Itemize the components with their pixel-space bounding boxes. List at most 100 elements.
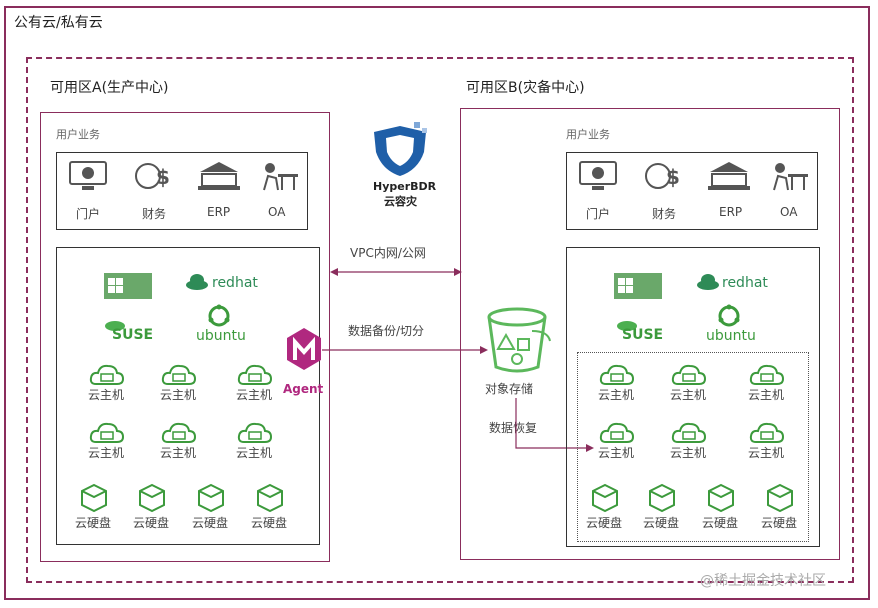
- hyperbdr-sub: 云容灾: [384, 195, 417, 208]
- app-label: 门户: [76, 207, 101, 221]
- erp-icon: [198, 162, 240, 190]
- oa-icon: [263, 163, 298, 191]
- cloud-host-label: 云主机: [670, 388, 707, 402]
- zone-a-apps-box: [56, 152, 308, 230]
- cloud-disk-icon: [708, 483, 734, 513]
- ubuntu-circle-icon: [208, 304, 230, 327]
- cloud-host-icon: [237, 422, 273, 443]
- finance-icon: $: [645, 163, 680, 189]
- cloud-host-label: 云主机: [748, 446, 785, 460]
- public-private-cloud-frame: [4, 6, 870, 600]
- zone-b-title: 可用区B(灾备中心): [466, 80, 585, 96]
- app-label: 财务: [652, 207, 677, 221]
- erp-icon: [708, 162, 750, 190]
- cloud-disk-label: 云硬盘: [251, 516, 288, 530]
- cloud-host-label: 云主机: [160, 446, 197, 460]
- zone-a-title: 可用区A(生产中心): [50, 80, 169, 96]
- zone-b-box: [460, 108, 840, 560]
- agent-icon: [287, 328, 321, 370]
- cloud-disk-icon: [649, 483, 675, 513]
- hyperbdr-name: HyperBDR: [373, 180, 437, 193]
- suse-logo-text: SUSE: [112, 327, 154, 343]
- cloud-host-label: 云主机: [598, 388, 635, 402]
- cloud-host-label: 云主机: [236, 446, 273, 460]
- cloud-host-label: 云主机: [598, 446, 635, 460]
- redhat-logo-text: redhat: [212, 275, 258, 291]
- zone-b-user-biz-label: 用户业务: [566, 128, 610, 141]
- zone-b-apps-box: [566, 152, 818, 230]
- cloud-disk-label: 云硬盘: [643, 516, 680, 530]
- cloud-disk-icon: [767, 483, 793, 513]
- suse-logo-text: SUSE: [622, 327, 664, 343]
- suse-chameleon-icon: [105, 321, 125, 331]
- cloud-host-icon: [237, 364, 273, 385]
- cloud-disk-label: 云硬盘: [133, 516, 170, 530]
- hyperbdr-shield-icon: [374, 122, 427, 176]
- app-label: OA: [780, 205, 798, 219]
- vpc-link-label: VPC内网/公网: [350, 246, 426, 260]
- zone-a-box: [40, 112, 330, 562]
- cloud-host-icon: [671, 364, 707, 385]
- redhat-hat-icon: [186, 274, 208, 290]
- outer-title: 公有云/私有云: [14, 15, 103, 31]
- redhat-hat-icon: [697, 274, 719, 290]
- cloud-host-icon: [89, 422, 125, 443]
- app-label: ERP: [719, 205, 743, 219]
- restore-link-arrow: [515, 398, 594, 452]
- ubuntu-logo-text: ubuntu: [196, 328, 246, 344]
- zone-a-resources-box: [56, 247, 320, 545]
- windows-server-logo: [614, 273, 662, 299]
- cloud-disk-label: 云硬盘: [761, 516, 798, 530]
- object-storage-label: 对象存储: [485, 382, 534, 396]
- object-storage-bucket-icon: [487, 307, 551, 373]
- cloud-host-icon: [671, 422, 707, 443]
- suse-chameleon-icon: [617, 321, 637, 331]
- ubuntu-logo-text: ubuntu: [706, 328, 756, 344]
- cloud-disk-label: 云硬盘: [75, 516, 112, 530]
- restore-link-label: 数据恢复: [489, 421, 538, 435]
- agent-label: Agent: [283, 382, 324, 396]
- windows-server-logo: [104, 273, 152, 299]
- cloud-host-label: 云主机: [88, 446, 125, 460]
- app-label: OA: [268, 205, 286, 219]
- portal-icon: [69, 161, 107, 190]
- cloud-disk-icon: [81, 483, 107, 513]
- cloud-host-icon: [749, 422, 785, 443]
- cloud-host-label: 云主机: [160, 388, 197, 402]
- app-label: 财务: [142, 207, 167, 221]
- zone-b-resources-box: [566, 247, 820, 547]
- cloud-disk-label: 云硬盘: [192, 516, 229, 530]
- portal-icon: [579, 161, 617, 190]
- finance-icon: $: [135, 163, 170, 189]
- oa-icon: [773, 163, 808, 191]
- app-label: ERP: [207, 205, 231, 219]
- svg-text:$: $: [666, 165, 680, 189]
- redhat-logo-text: redhat: [722, 275, 768, 291]
- cloud-host-icon: [749, 364, 785, 385]
- cloud-disk-icon: [139, 483, 165, 513]
- app-label: 门户: [586, 207, 611, 221]
- svg-text:$: $: [156, 165, 170, 189]
- zone-a-user-biz-label: 用户业务: [56, 128, 100, 141]
- cloud-disk-label: 云硬盘: [702, 516, 739, 530]
- cloud-host-label: 云主机: [748, 388, 785, 402]
- cloud-disk-label: 云硬盘: [586, 516, 623, 530]
- availability-zones-dashed-frame: [26, 57, 854, 583]
- cloud-host-label: 云主机: [88, 388, 125, 402]
- cloud-host-label: 云主机: [670, 446, 707, 460]
- backup-link-label: 数据备份/切分: [348, 324, 425, 338]
- watermark-text: @稀土掘金技术社区: [700, 573, 826, 589]
- cloud-host-icon: [89, 364, 125, 385]
- cloud-host-icon: [599, 364, 635, 385]
- cloud-host-label: 云主机: [236, 388, 273, 402]
- backup-link-arrow: [322, 346, 488, 354]
- vpc-link-arrow: [330, 268, 462, 276]
- cloud-disk-icon: [592, 483, 618, 513]
- zone-b-restore-area: [577, 352, 809, 542]
- cloud-host-icon: [599, 422, 635, 443]
- cloud-disk-icon: [198, 483, 224, 513]
- cloud-host-icon: [161, 364, 197, 385]
- cloud-disk-icon: [257, 483, 283, 513]
- ubuntu-circle-icon: [718, 304, 740, 327]
- cloud-host-icon: [161, 422, 197, 443]
